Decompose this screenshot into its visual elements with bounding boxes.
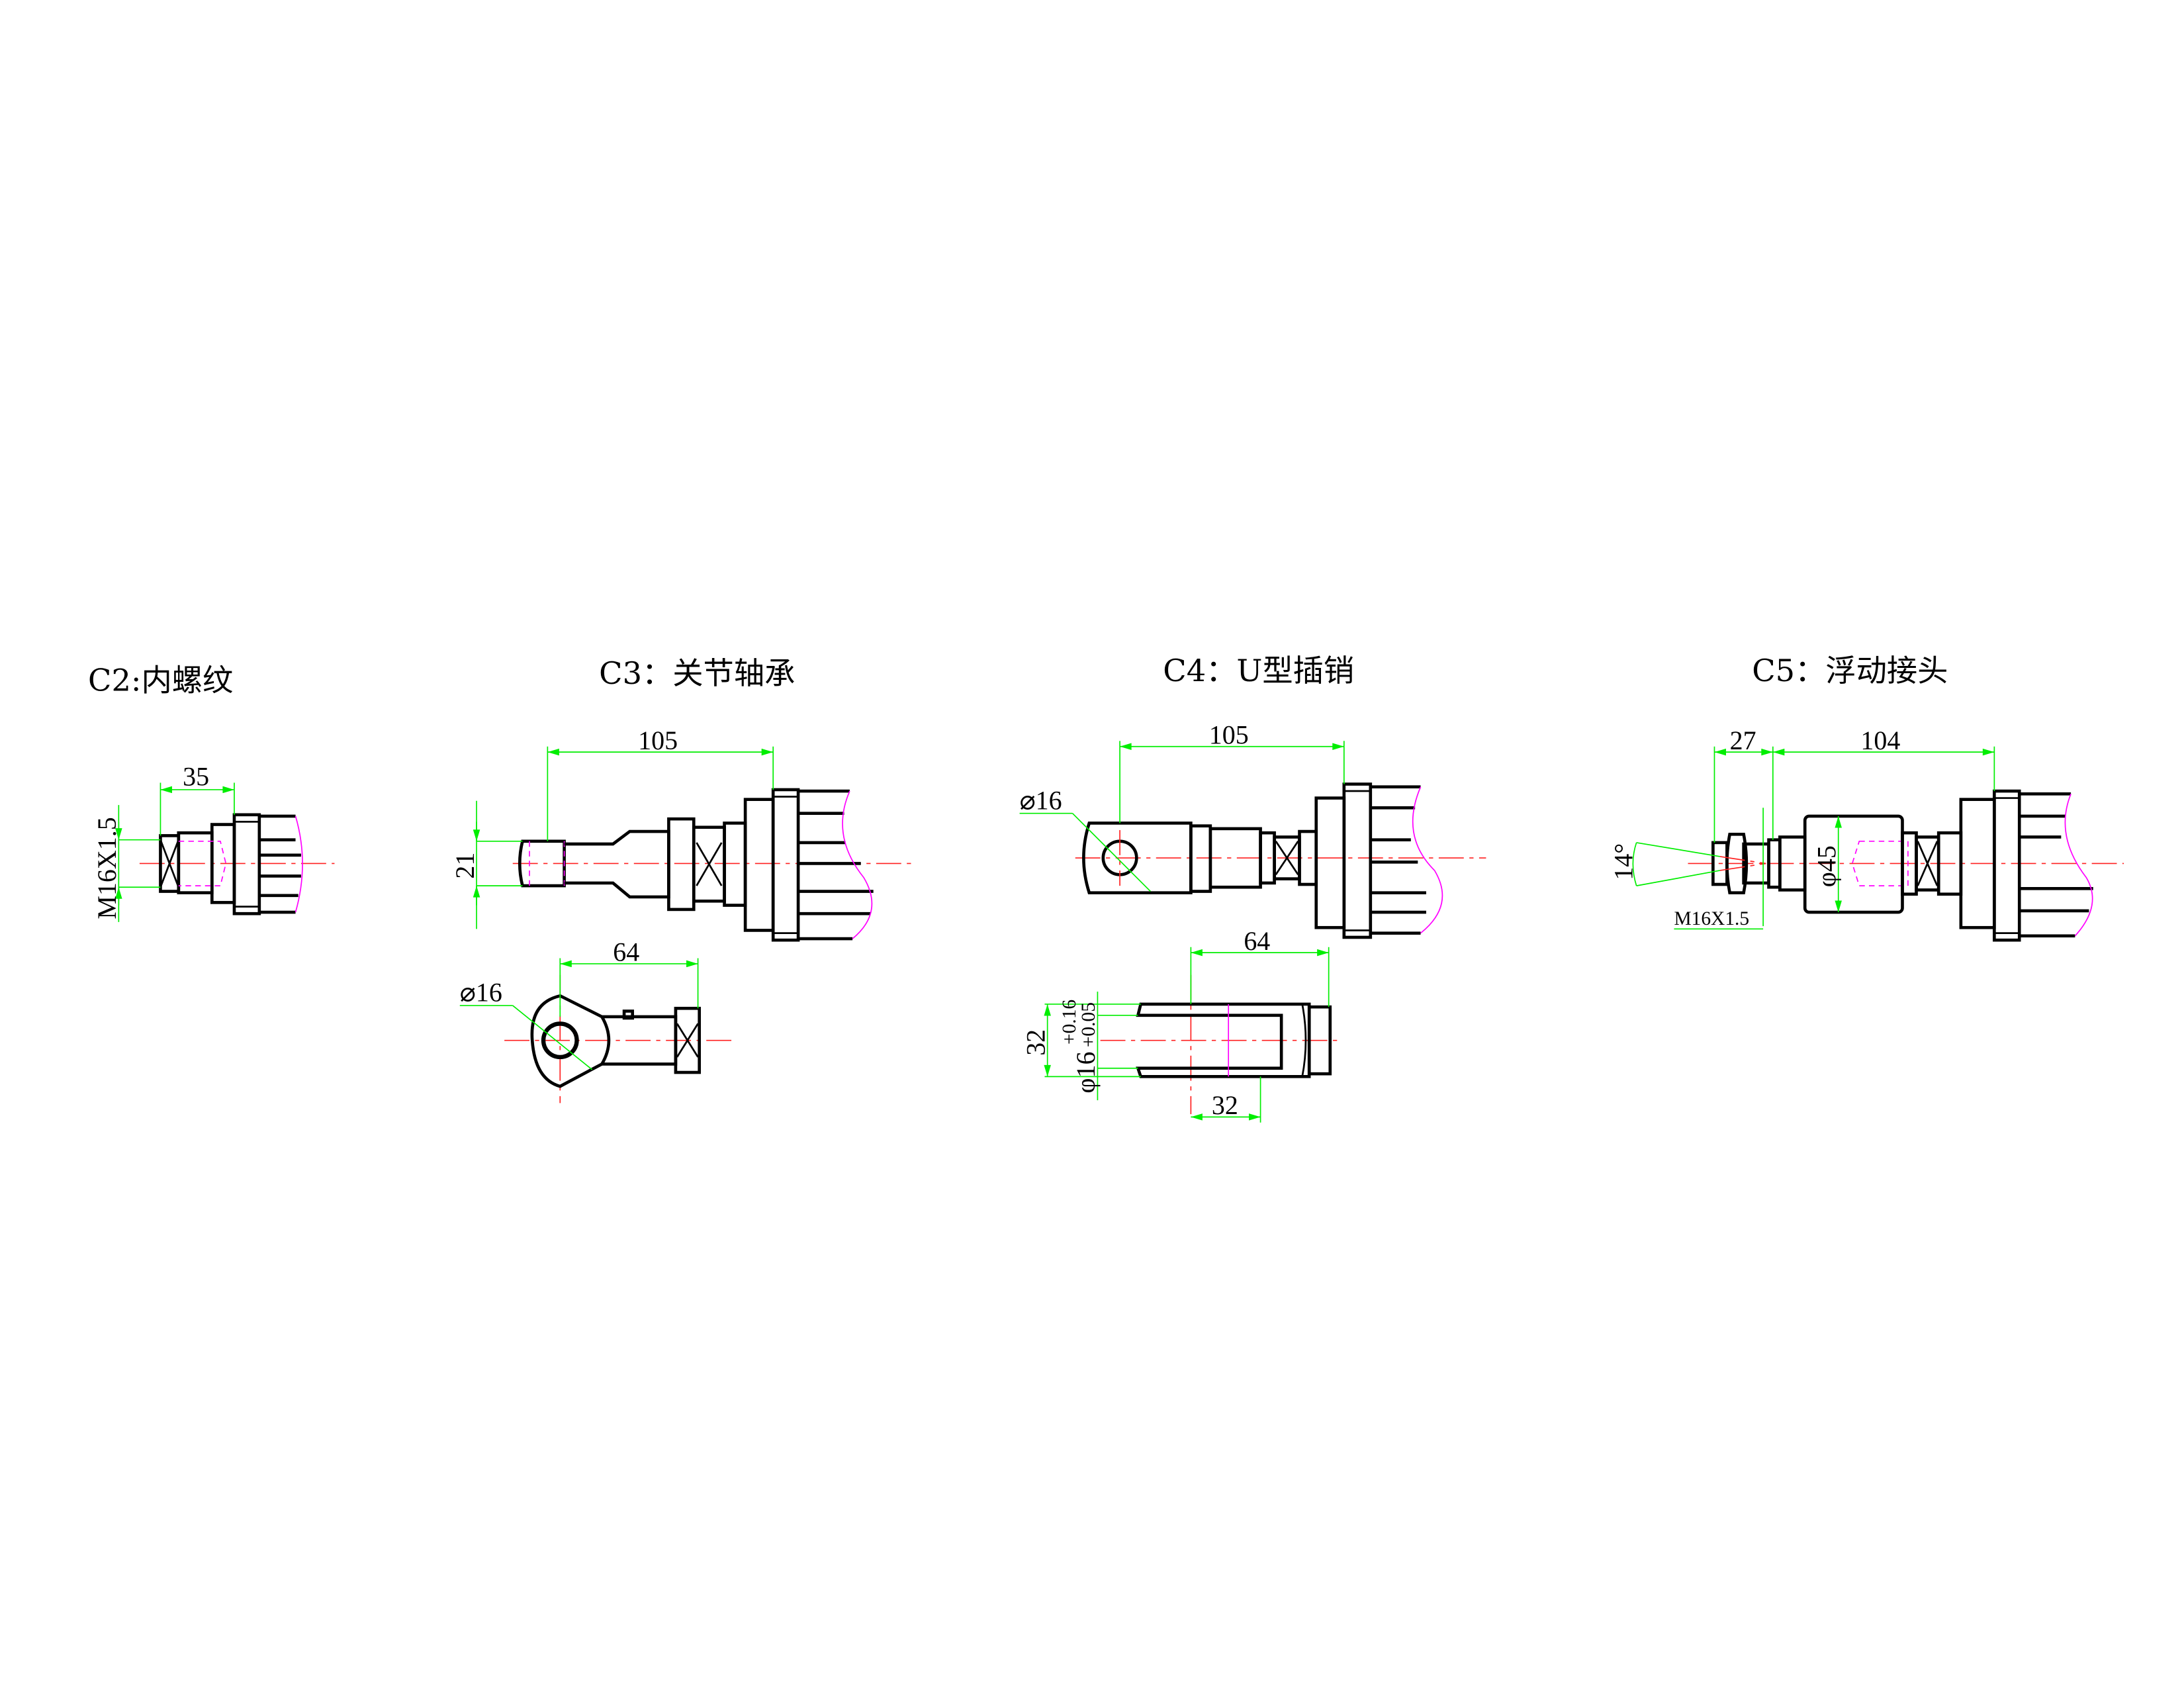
c3-title: C3：关节轴承 (599, 655, 795, 691)
c2-dim-thread: M16X1.5 (92, 805, 161, 922)
c4-dim-fork-width: 32 (1021, 1029, 1050, 1056)
c4-dim-hole: ⌀16 (1020, 785, 1062, 815)
c4-fork-view: 64 32 32 φ16 +0.16 +0.05 (1021, 926, 1340, 1123)
view-c3: C3：关节轴承 105 21 64 ⌀1 (450, 655, 913, 1103)
c5-dim-short: 27 (1730, 726, 1756, 755)
c5-title: C5：浮动接头 (1752, 653, 1948, 688)
c2-title: C2:内螺纹 (88, 663, 233, 698)
view-c5: C5：浮动接头 27 104 φ45 14° M16X1.5 (1608, 653, 2124, 942)
c5-angle: 14° (1608, 843, 1638, 880)
c4-tol-upper: +0.16 (1059, 1000, 1080, 1045)
c4-title: C4：U型插销 (1163, 653, 1354, 688)
c4-dim-pin: φ16 (1071, 1052, 1101, 1094)
c4-dim-105: 105 ⌀16 (1019, 720, 1345, 892)
c2-dim-length: 35 (183, 762, 209, 792)
c3-dim-hole: ⌀16 (460, 978, 502, 1008)
c4-part (1082, 782, 1443, 939)
c3-dim-width: 21 (450, 853, 480, 879)
c5-dim-diameter: φ45 (1812, 845, 1842, 887)
c4-tol-lower: +0.05 (1078, 1002, 1099, 1047)
c3-part (518, 788, 874, 942)
c5-dims: 27 104 φ45 14° M16X1.5 (1608, 726, 1995, 930)
c2-thread-label: M16X1.5 (92, 817, 122, 919)
view-c4: C4：U型插销 105 ⌀16 64 32 (1019, 653, 1486, 1123)
c2-dim-35: 35 (159, 762, 235, 836)
c3-dim-105: 105 (547, 726, 774, 841)
c3-dim-21: 21 (450, 800, 523, 929)
c4-dim-fork: 64 (1244, 926, 1270, 956)
c5-part (1711, 789, 2093, 942)
c4-dim-length: 105 (1209, 720, 1249, 750)
c3-eye-view: 64 ⌀16 (460, 937, 732, 1103)
c5-dim-length: 104 (1860, 726, 1900, 755)
c2-part (159, 813, 303, 915)
view-c2: C2:内螺纹 35 M16X1.5 (88, 663, 335, 922)
c3-dim-eye: 64 (613, 937, 639, 967)
c5-thread-label: M16X1.5 (1674, 908, 1749, 929)
c4-dim-fork-gap: 32 (1212, 1090, 1238, 1120)
c3-dim-length: 105 (638, 726, 678, 755)
